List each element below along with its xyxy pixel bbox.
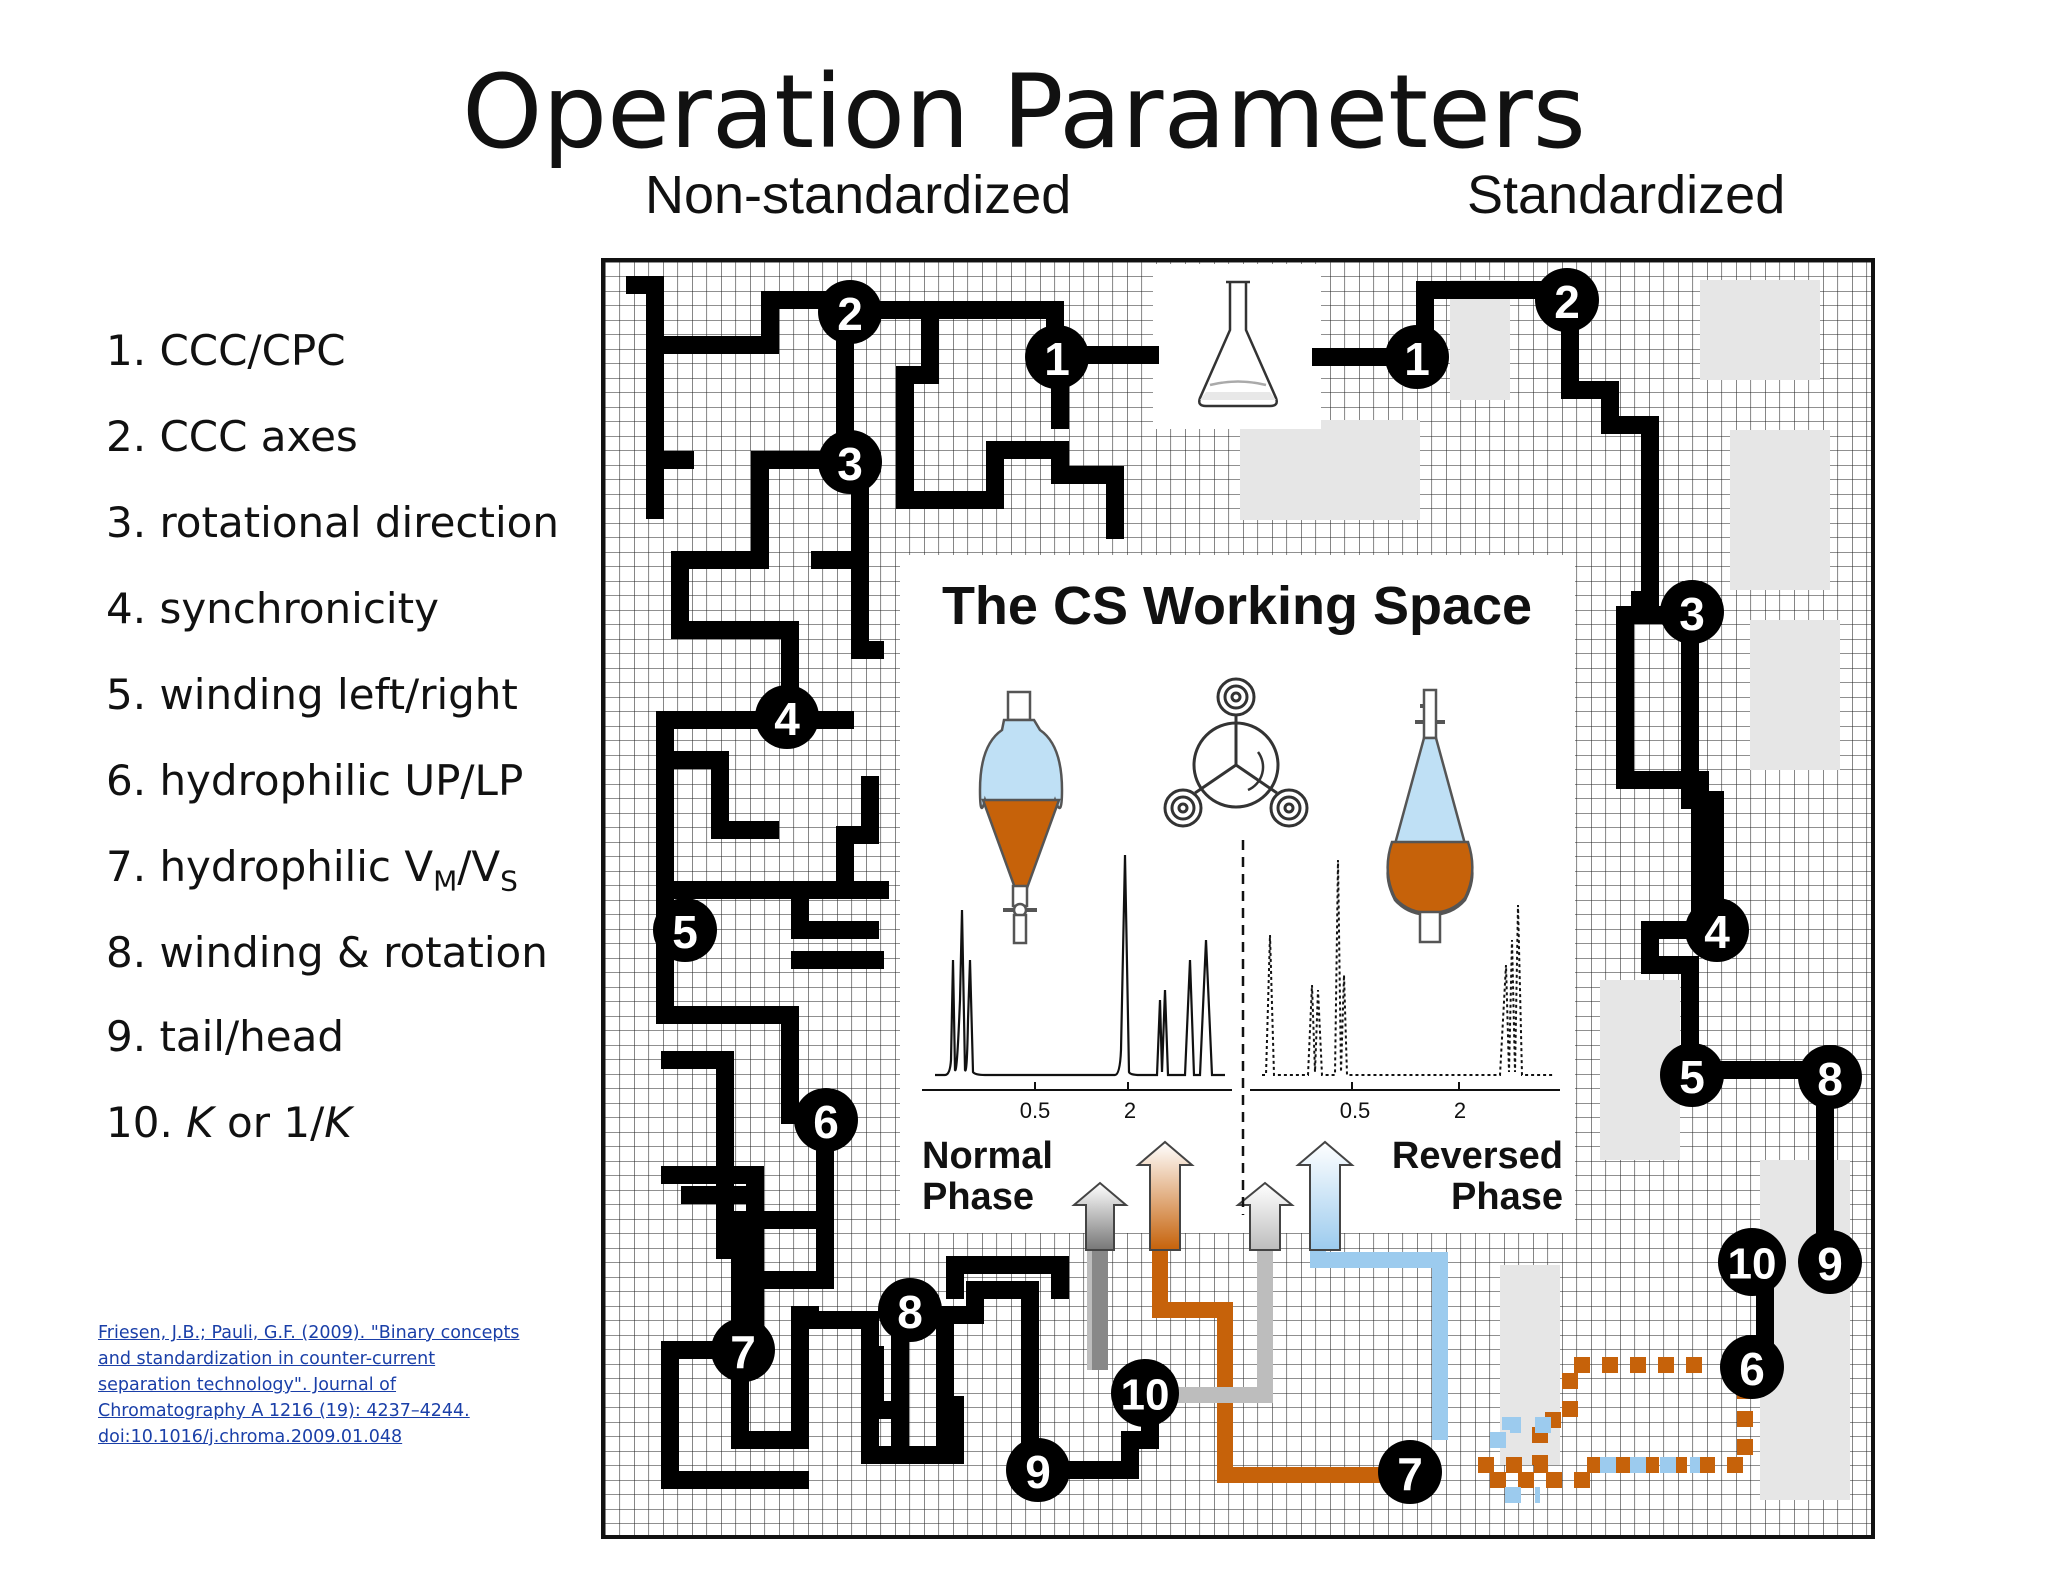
normal-phase-line1: Normal [922, 1135, 1053, 1177]
chromatogram-normal [935, 854, 1225, 1077]
working-space-title: The CS Working Space [942, 576, 1532, 636]
right-node-10: 10 [1718, 1228, 1786, 1296]
parameter-item: 9. tail/head [106, 1012, 344, 1061]
svg-text:2: 2 [1554, 276, 1580, 328]
reference-line[interactable]: separation technology". Journal of [98, 1375, 397, 1395]
reference-link[interactable]: Friesen, J.B.; Pauli, G.F. (2009). "Bina… [98, 1320, 538, 1450]
svg-text:10: 10 [1728, 1240, 1777, 1289]
right-node-1: 1 [1385, 325, 1449, 389]
parameter-item: 5. winding left/right [106, 670, 518, 719]
right-node-7: 7 [1378, 1440, 1442, 1504]
svg-text:5: 5 [1679, 1051, 1705, 1103]
reversed-phase-line1: Reversed [1392, 1135, 1563, 1177]
left-node-6: 6 [794, 1088, 858, 1152]
svg-text:4: 4 [774, 693, 800, 745]
left-node-5: 5 [653, 898, 717, 962]
parameter-item: 4. synchronicity [106, 584, 439, 633]
header-standardized: Standardized [1467, 165, 1786, 225]
erlenmeyer-flask-icon [1198, 280, 1278, 408]
svg-text:7: 7 [1397, 1448, 1423, 1500]
svg-text:9: 9 [1817, 1238, 1843, 1290]
reversed-phase-line2: Phase [1451, 1176, 1563, 1218]
right-nodes: 2 1 3 4 5 8 10 9 6 7 [1378, 268, 1862, 1504]
svg-text:2: 2 [837, 288, 863, 340]
left-node-4: 4 [755, 685, 819, 749]
left-node-2: 2 [818, 280, 882, 344]
reference-line[interactable]: doi:10.1016/j.chroma.2009.01.048 [98, 1427, 403, 1447]
reversed-tick-label-05: 0.5 [1340, 1098, 1371, 1123]
normal-tick-label-2: 2 [1124, 1098, 1136, 1123]
parameter-item: 3. rotational direction [106, 498, 559, 547]
svg-text:1: 1 [1044, 333, 1070, 385]
light-shaded-cells [1240, 280, 1850, 1500]
left-node-7: 7 [711, 1318, 775, 1382]
normal-tick-label-05: 0.5 [1020, 1098, 1051, 1123]
svg-text:4: 4 [1704, 906, 1730, 958]
page-title: Operation Parameters [462, 53, 1586, 172]
svg-text:7: 7 [730, 1326, 756, 1378]
left-node-1: 1 [1025, 325, 1089, 389]
parameter-item: 6. hydrophilic UP/LP [106, 756, 524, 805]
svg-text:6: 6 [1739, 1343, 1765, 1395]
right-node-4: 4 [1685, 898, 1749, 962]
left-node-10: 10 [1111, 1359, 1179, 1427]
svg-text:8: 8 [897, 1286, 923, 1338]
parameter-item: 1. CCC/CPC [106, 326, 346, 375]
phase-arrows [1071, 1140, 1355, 1251]
reference-line[interactable]: Chromatography A 1216 (19): 4237–4244. [98, 1401, 470, 1421]
svg-text:10: 10 [1121, 1371, 1170, 1420]
header-non-standardized: Non-standardized [645, 165, 1072, 225]
chromatogram-reversed [1262, 859, 1555, 1076]
left-node-9: 9 [1006, 1438, 1070, 1502]
svg-text:1: 1 [1404, 333, 1430, 385]
svg-text:5: 5 [672, 906, 698, 958]
svg-text:6: 6 [813, 1096, 839, 1148]
svg-text:3: 3 [837, 438, 863, 490]
left-node-3: 3 [818, 430, 882, 494]
right-node-8: 8 [1798, 1045, 1862, 1109]
ccc-coil-icon [1163, 677, 1309, 828]
reference-line[interactable]: Friesen, J.B.; Pauli, G.F. (2009). "Bina… [98, 1323, 520, 1343]
separatory-funnel-reversed-icon [1386, 688, 1474, 944]
svg-text:3: 3 [1679, 588, 1705, 640]
svg-text:8: 8 [1817, 1053, 1843, 1105]
right-node-9: 9 [1798, 1230, 1862, 1294]
right-node-2: 2 [1535, 268, 1599, 332]
right-node-5: 5 [1660, 1043, 1724, 1107]
parameter-item: 2. CCC axes [106, 412, 358, 461]
left-node-8: 8 [878, 1278, 942, 1342]
working-space-panel [900, 555, 1575, 1233]
reference-line[interactable]: and standardization in counter-current [98, 1349, 436, 1369]
left-maze-path [626, 276, 1159, 1489]
left-nodes: 2 1 3 4 5 6 7 8 9 10 [653, 280, 1179, 1502]
maze-frame [601, 258, 1875, 1539]
normal-phase-line2: Phase [922, 1176, 1034, 1218]
right-node-3: 3 [1660, 580, 1724, 644]
right-node-6: 6 [1720, 1335, 1784, 1399]
svg-text:9: 9 [1025, 1446, 1051, 1498]
reversed-tick-label-2: 2 [1454, 1098, 1466, 1123]
flask-window [1153, 264, 1321, 429]
parameter-item: 10. K or 1/K [106, 1098, 352, 1147]
separatory-funnel-normal-icon [978, 690, 1064, 945]
parameter-item: 8. winding & rotation [106, 928, 548, 977]
parameter-item: 7. hydrophilic VM/VS [106, 842, 518, 898]
